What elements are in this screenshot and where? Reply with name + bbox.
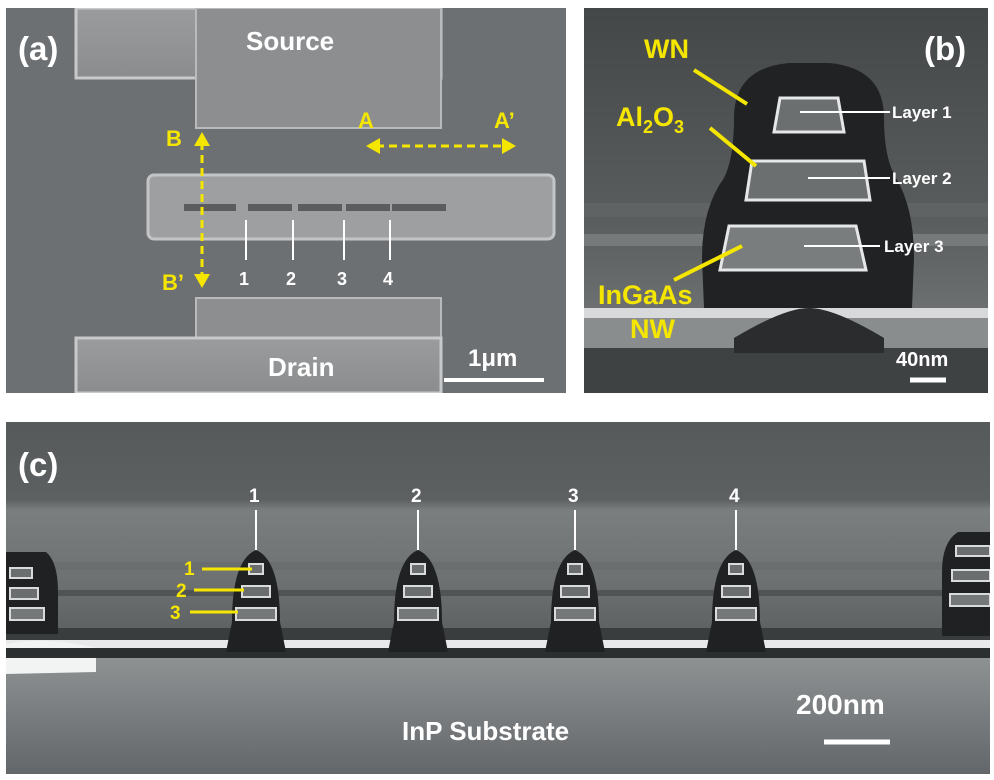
stratum [6, 562, 990, 570]
wire-number-4: 4 [383, 269, 393, 289]
panel-a-image: (a) Source Drain A A’ B B’ 1 2 3 4 1μm [6, 8, 566, 393]
arrow-right-icon [502, 138, 516, 154]
source-label: Source [246, 26, 334, 56]
stratum [6, 590, 990, 596]
source-contact [195, 8, 442, 129]
shadow [734, 308, 884, 353]
layer-1-core [772, 96, 846, 134]
section-b-prime-label: B’ [162, 270, 184, 295]
oxide-pointer [708, 126, 758, 168]
partial-stack-layer [9, 607, 45, 621]
scale-bar-c-label: 200nm [796, 689, 885, 720]
partial-stack-layer [955, 545, 990, 557]
section-a-prime-label: A’ [494, 108, 515, 133]
panel-a-sem-top-view: (a) Source Drain A A’ B B’ 1 2 3 4 1μm [6, 8, 566, 393]
substrate-interface [6, 640, 990, 648]
nw-label: NW [630, 314, 675, 344]
wire-number-1: 1 [239, 269, 249, 289]
arrow-up-icon [194, 132, 210, 146]
layer-2-label: Layer 2 [892, 169, 952, 188]
ingaas-pointer [673, 244, 743, 282]
gate-slot [184, 204, 236, 211]
layer-number-2: 2 [176, 581, 187, 602]
partial-stack-layer [9, 567, 33, 579]
stack-number-1: 1 [249, 486, 260, 507]
panel-c-background [6, 422, 990, 774]
drain-label: Drain [268, 352, 334, 382]
substrate-label: InP Substrate [402, 716, 569, 746]
substrate-lower [584, 348, 988, 393]
partial-stack-layer [9, 587, 39, 600]
wire-number-2: 2 [286, 269, 296, 289]
panel-a-label: (a) [18, 30, 58, 67]
wn-pointer [692, 68, 749, 106]
partial-stack-layer [951, 569, 990, 582]
scale-bar-a-label: 1μm [468, 345, 517, 372]
wire-number-3: 3 [337, 269, 347, 289]
stack-number-4: 4 [729, 486, 740, 507]
gate-slot [248, 204, 292, 211]
section-a-label: A [358, 108, 374, 133]
substrate-dark-band [6, 648, 990, 658]
gate-slot [298, 204, 342, 211]
oxide-label: Al2O3 [616, 102, 684, 137]
gate-slot [392, 204, 446, 211]
panel-b-image: (b) WN Al2O3 InGaAs NW Layer 1 Layer 2 L… [584, 8, 988, 393]
stack-number-3: 3 [568, 486, 579, 507]
panel-c-image: (c) 1 2 3 4 1 2 3 InP Substrate 200nm [6, 422, 990, 774]
layer-number-3: 3 [170, 603, 181, 624]
gate-slot [346, 204, 390, 211]
scale-bar-b-label: 40nm [896, 349, 948, 371]
stack-number-2: 2 [411, 486, 422, 507]
panel-b-tem-cross-section: (b) WN Al2O3 InGaAs NW Layer 1 Layer 2 L… [584, 8, 988, 393]
partial-stack-layer [949, 593, 990, 607]
layer-1-label: Layer 1 [892, 103, 952, 122]
arrow-down-icon [194, 274, 210, 288]
layer-2-core [744, 159, 872, 202]
drain-pad [74, 336, 443, 393]
layer-number-1: 1 [184, 559, 195, 580]
wn-label: WN [644, 34, 689, 64]
stratum [6, 628, 990, 640]
partial-stack-right [942, 532, 990, 636]
ingaas-label: InGaAs [598, 280, 693, 310]
arrow-left-icon [366, 138, 380, 154]
layer-3-label: Layer 3 [884, 237, 944, 256]
panel-c-tem-array-cross-section: (c) 1 2 3 4 1 2 3 InP Substrate 200nm [6, 422, 990, 774]
section-b-label: B [166, 126, 182, 151]
panel-b-label: (b) [924, 30, 966, 67]
panel-c-label: (c) [18, 446, 58, 483]
